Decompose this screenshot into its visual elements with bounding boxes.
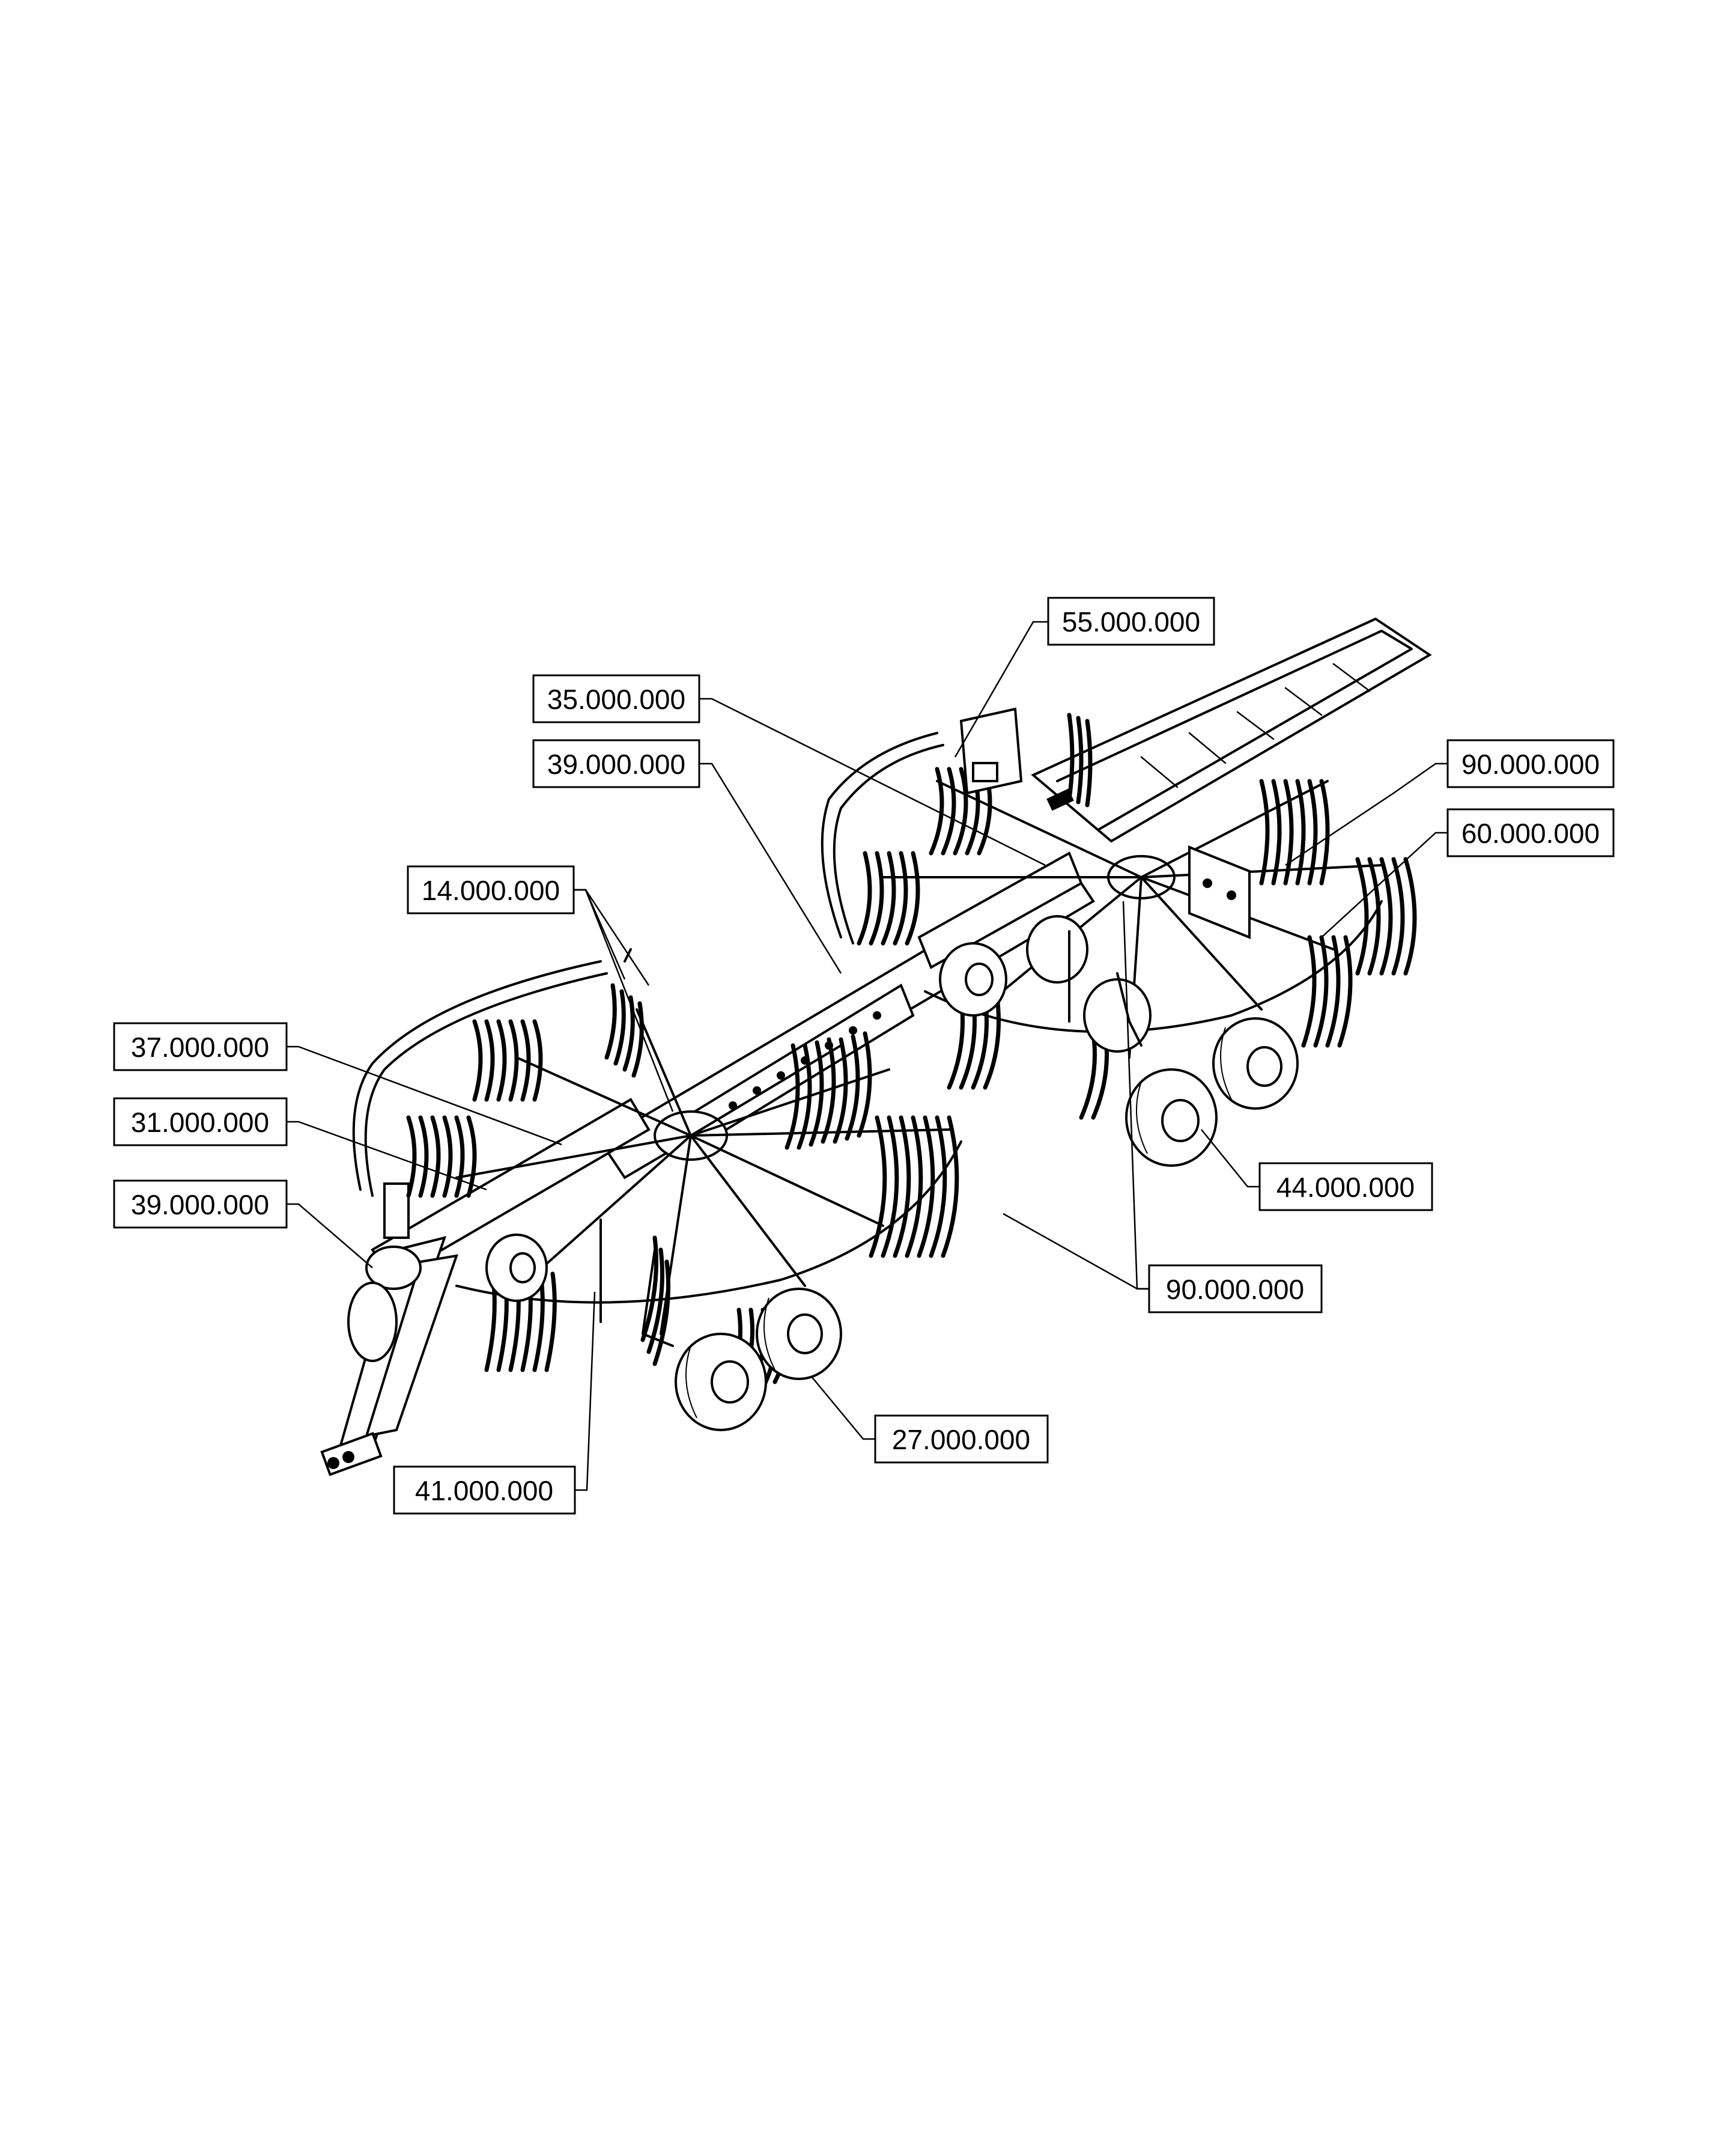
callout-44: 44.000.000	[1258, 1162, 1433, 1211]
callout-27: 27.000.000	[874, 1414, 1049, 1464]
callout-55: 55.000.000	[1047, 597, 1215, 646]
callout-label: 31.000.000	[131, 1107, 269, 1138]
rear-rotor	[882, 780, 1383, 1059]
callout-60: 60.000.000	[1446, 808, 1615, 857]
front-wheels	[675, 1288, 842, 1431]
transport-wheels	[347, 915, 1152, 1362]
callout-41: 41.000.000	[393, 1465, 576, 1515]
storage-box	[959, 707, 1023, 795]
leader-lines	[287, 621, 1448, 1491]
callout-label: 39.000.000	[547, 749, 685, 780]
callout-label: 90.000.000	[1166, 1274, 1304, 1305]
rear-wheels	[1125, 1017, 1299, 1167]
callout-label: 27.000.000	[892, 1424, 1030, 1455]
callout-label: 39.000.000	[131, 1189, 269, 1220]
callout-35: 35.000.000	[532, 674, 700, 723]
callout-90-lower: 90.000.000	[1148, 1264, 1323, 1313]
callout-14: 14.000.000	[407, 865, 575, 914]
callout-label: 41.000.000	[415, 1475, 553, 1506]
callout-31: 31.000.000	[113, 1097, 288, 1146]
callout-label: 55.000.000	[1062, 606, 1200, 637]
callout-39-upper: 39.000.000	[532, 739, 700, 788]
callout-label: 35.000.000	[547, 684, 685, 715]
callout-label: 37.000.000	[131, 1032, 269, 1063]
callout-label: 90.000.000	[1461, 749, 1600, 780]
side-plate	[1188, 845, 1251, 939]
rear-rotor-tines	[857, 713, 1417, 1120]
callout-37: 37.000.000	[113, 1022, 288, 1071]
callout-label: 44.000.000	[1276, 1172, 1415, 1203]
callout-39-lower: 39.000.000	[113, 1179, 288, 1229]
rear-platform	[1031, 617, 1432, 843]
machine-illustration	[320, 617, 1432, 1476]
callout-label: 60.000.000	[1461, 818, 1600, 849]
callout-90-upper: 90.000.000	[1446, 739, 1615, 788]
callout-label: 14.000.000	[422, 875, 560, 906]
